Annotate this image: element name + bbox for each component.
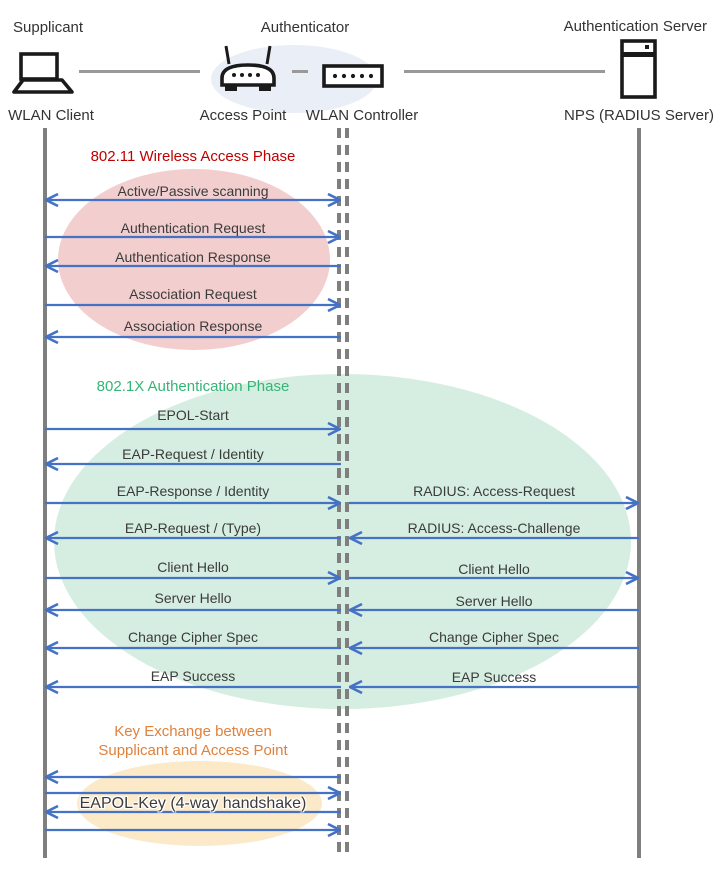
lifeline-wlan-client (43, 128, 47, 858)
message-arrow-left (43, 257, 341, 275)
message-arrow-right (45, 228, 343, 246)
message-label: EAP-Response / Identity (116, 483, 270, 499)
message-arrow-left (43, 803, 341, 821)
phase-title-key-exchange: Key Exchange between Supplicant and Acce… (45, 722, 341, 760)
message-arrow-right (45, 821, 343, 839)
message-arrow-left (347, 678, 639, 696)
lifeline-authenticator-left (337, 128, 341, 858)
node-label-wlan-controller: WLAN Controller (305, 107, 419, 124)
message-label: Active/Passive scanning (117, 183, 269, 199)
message-arrow-left (43, 678, 341, 696)
message-arrow-left (43, 455, 341, 473)
message-label: Change Cipher Spec (128, 629, 258, 645)
connector-line (79, 70, 200, 73)
role-label-authenticator: Authenticator (260, 19, 350, 36)
wlan-controller-icon (322, 64, 384, 93)
phase-ellipse-key-exchange (77, 761, 322, 846)
server-icon (620, 39, 657, 104)
phase-title-line-2: Supplicant and Access Point (98, 742, 288, 759)
role-label-authentication-server: Authentication Server (563, 18, 707, 35)
phase-title-wireless-access: 802.11 Wireless Access Phase (90, 148, 296, 165)
role-label-supplicant: Supplicant (13, 19, 84, 36)
phase-title-8021x-authentication: 802.1X Authentication Phase (96, 378, 290, 395)
message-arrow-right (45, 784, 343, 802)
access-point-icon (219, 44, 277, 98)
message-label: Authentication Response (115, 249, 271, 265)
node-label-wlan-client: WLAN Client (8, 107, 94, 124)
message-arrow-both (43, 191, 343, 209)
message-label: Change Cipher Spec (429, 629, 559, 645)
message-arrow-left (43, 768, 341, 786)
node-label-nps-radius-server: NPS (RADIUS Server) (563, 107, 713, 124)
message-arrow-left (43, 601, 341, 619)
phase-title-line-1: Key Exchange between (114, 723, 272, 740)
node-label-access-point: Access Point (199, 107, 287, 124)
message-label: Authentication Request (120, 220, 266, 236)
message-arrow-left (347, 601, 639, 619)
message-label: Server Hello (455, 593, 533, 609)
message-label: Association Request (129, 286, 257, 302)
message-label: Server Hello (154, 590, 232, 606)
message-arrow-right (45, 296, 343, 314)
message-arrow-left (43, 529, 341, 547)
message-label: RADIUS: Access-Challenge (407, 520, 581, 536)
lifeline-authenticator-right (345, 128, 349, 858)
connector-line (404, 70, 605, 73)
message-arrow-right (45, 420, 343, 438)
laptop-icon (12, 52, 74, 99)
message-arrow-right (45, 569, 343, 587)
message-arrow-left (43, 328, 341, 346)
message-label: EAP-Request / Identity (122, 446, 264, 462)
message-arrow-right (45, 494, 343, 512)
message-label: EAPOL-Key (4-way handshake) (79, 795, 307, 812)
message-label: RADIUS: Access-Request (413, 483, 575, 499)
message-label: EAP-Request / (Type) (124, 520, 262, 536)
message-label: Client Hello (458, 561, 530, 577)
message-arrow-left (347, 529, 639, 547)
message-arrow-left (43, 639, 341, 657)
message-label: EAP Success (150, 668, 236, 684)
lifeline-radius-server (637, 128, 641, 858)
connector-line (292, 70, 308, 73)
message-label: EAP Success (451, 669, 537, 685)
message-label: EPOL-Start (157, 407, 229, 423)
message-arrow-right (349, 569, 641, 587)
message-label: Association Response (123, 318, 263, 334)
message-arrow-left (347, 639, 639, 657)
message-label: Client Hello (157, 559, 229, 575)
message-arrow-right (349, 494, 641, 512)
